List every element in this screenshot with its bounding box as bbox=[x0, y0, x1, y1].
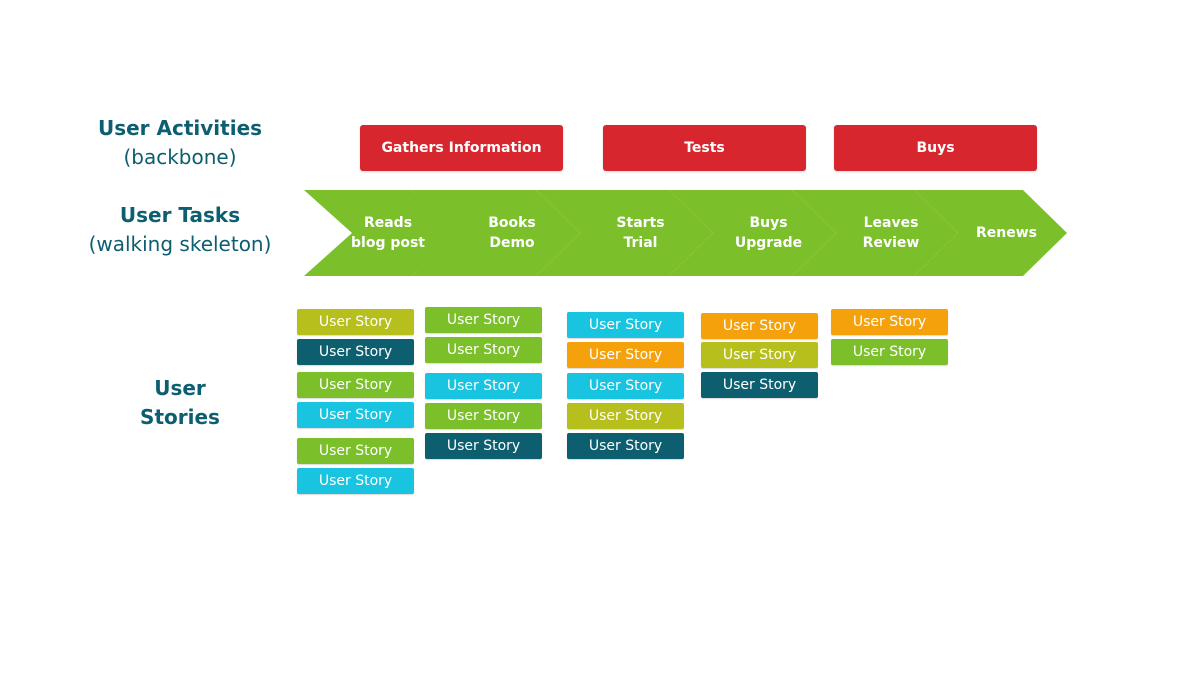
activities-row-label: User Activities (backbone) bbox=[70, 114, 290, 172]
user-story-card: User Story bbox=[567, 312, 684, 338]
user-story-card: User Story bbox=[425, 433, 542, 459]
task-label: Leaves Review bbox=[862, 215, 920, 251]
user-story-card: User Story bbox=[701, 342, 818, 368]
task-label: Reads blog post bbox=[351, 215, 425, 251]
user-story-card: User Story bbox=[701, 313, 818, 339]
tasks-row-label: User Tasks (walking skeleton) bbox=[70, 201, 290, 259]
task-label: Starts Trial bbox=[616, 215, 665, 251]
user-story-card: User Story bbox=[567, 403, 684, 429]
task-label: Books Demo bbox=[488, 215, 536, 251]
activities-subtitle: (backbone) bbox=[123, 145, 237, 169]
stories-title-line2: Stories bbox=[140, 405, 220, 429]
user-story-card: User Story bbox=[425, 337, 542, 363]
user-story-card: User Story bbox=[425, 307, 542, 333]
tasks-title: User Tasks bbox=[119, 203, 241, 227]
user-story-card: User Story bbox=[297, 438, 414, 464]
task-label: Renews bbox=[975, 225, 1037, 241]
user-story-card: User Story bbox=[297, 339, 414, 365]
user-story-card: User Story bbox=[425, 373, 542, 399]
user-story-card: User Story bbox=[567, 373, 684, 399]
tasks-subtitle: (walking skeleton) bbox=[88, 232, 272, 256]
user-story-card: User Story bbox=[297, 402, 414, 428]
user-story-card: User Story bbox=[831, 309, 948, 335]
user-story-card: User Story bbox=[425, 403, 542, 429]
activities-title: User Activities bbox=[97, 116, 263, 140]
user-story-card: User Story bbox=[701, 372, 818, 398]
activity-tests: Tests bbox=[603, 125, 806, 171]
user-story-card: User Story bbox=[297, 309, 414, 335]
stories-row-label: User Stories bbox=[70, 374, 290, 432]
user-story-card: User Story bbox=[831, 339, 948, 365]
user-story-card: User Story bbox=[297, 468, 414, 494]
task-label: Buys Upgrade bbox=[734, 215, 803, 251]
stories-title-line1: User bbox=[154, 376, 206, 400]
user-story-card: User Story bbox=[297, 372, 414, 398]
user-story-card: User Story bbox=[567, 433, 684, 459]
activity-gathers-information: Gathers Information bbox=[360, 125, 563, 171]
user-story-card: User Story bbox=[567, 342, 684, 368]
activity-buys: Buys bbox=[834, 125, 1037, 171]
